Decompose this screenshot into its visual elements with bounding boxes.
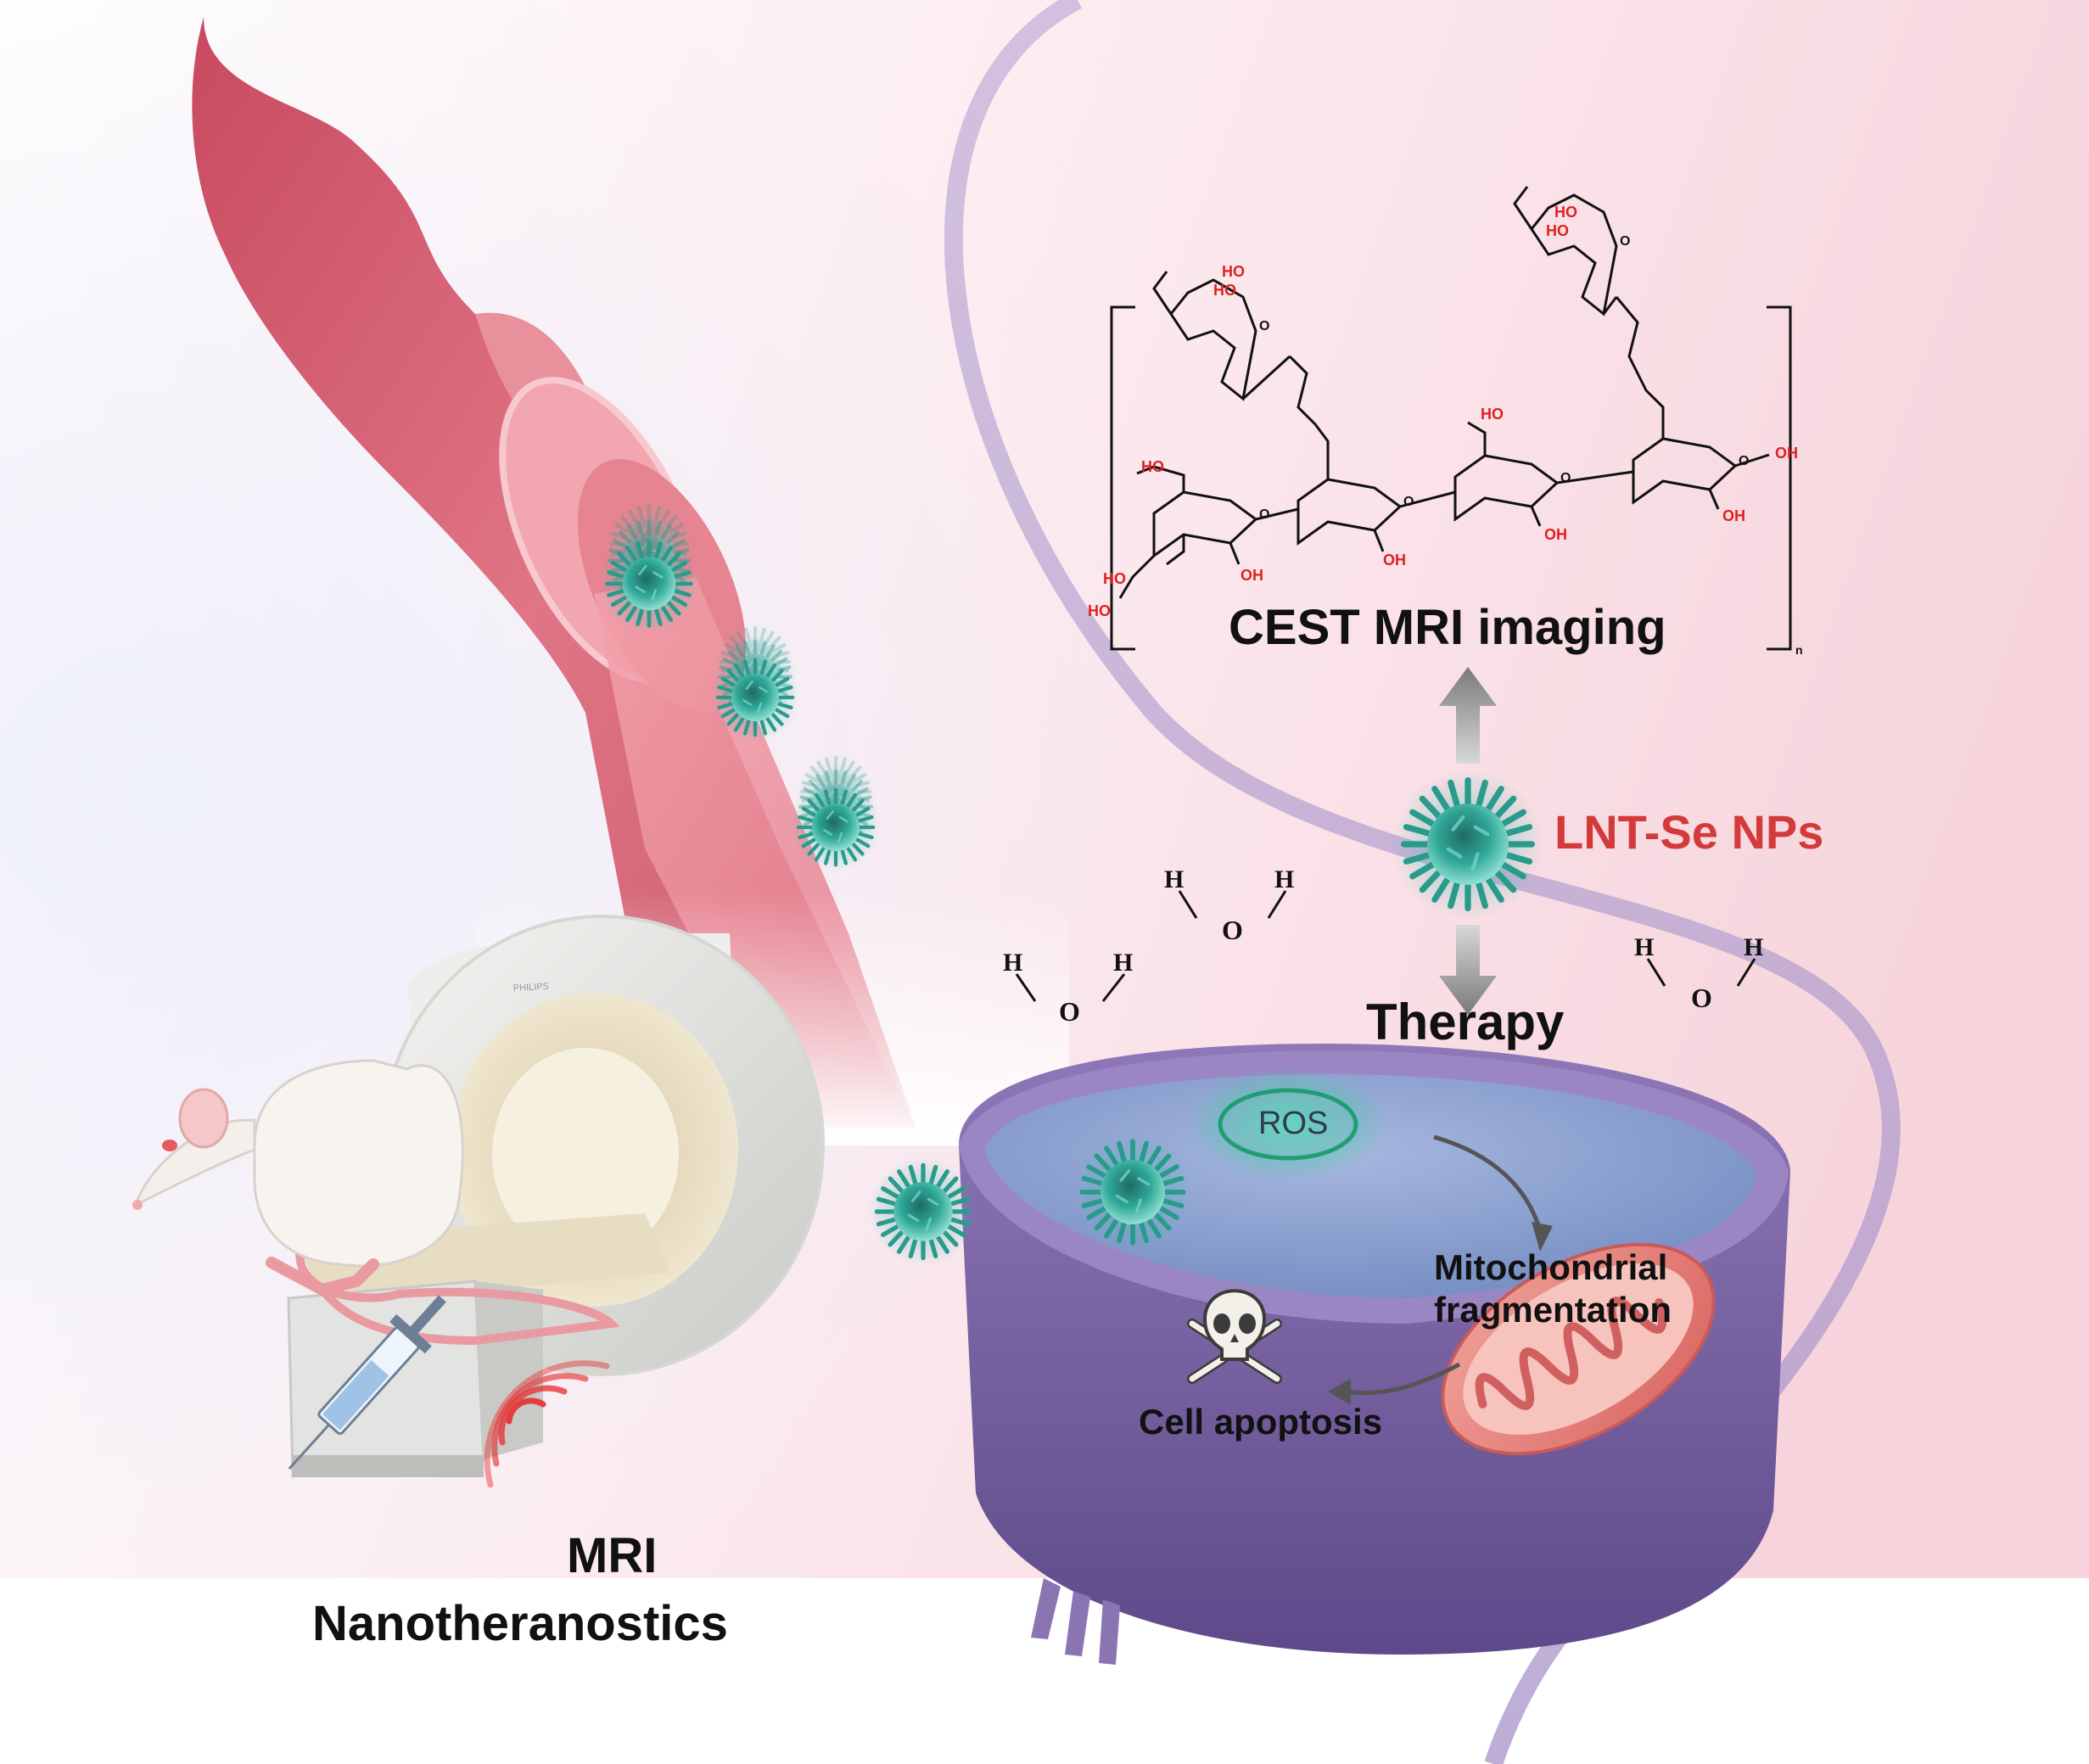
scanner-brand: PHILIPS [513, 982, 550, 994]
hydroxyl-label: HO [1103, 570, 1126, 587]
skull-crossbones-icon [1187, 1289, 1282, 1384]
water-h: H [1634, 933, 1655, 961]
ros-to-mito-arrow [1433, 1134, 1543, 1231]
hydroxyl-label: HO [1481, 406, 1504, 423]
nanoparticle-main [1392, 768, 1544, 921]
ros-glow [1186, 1067, 1390, 1182]
water-h: H [1744, 933, 1764, 961]
cest-mri-imaging-title: CEST MRI imaging [1229, 600, 1666, 655]
ros-ring [1218, 1088, 1358, 1161]
hydroxyl-label: HO [1554, 204, 1577, 221]
imaging-arrow [1439, 667, 1497, 764]
ring-oxygen-label: O [1560, 471, 1571, 485]
hydroxyl-label: OH [1775, 445, 1798, 462]
hydroxyl-label: HO [1088, 602, 1111, 619]
water-h: H [1164, 865, 1185, 893]
water-molecule-3 [1646, 958, 1756, 987]
ring-oxygen-label: O [1620, 234, 1631, 249]
water-h: H [1003, 949, 1023, 977]
water-molecule-2 [1178, 890, 1287, 919]
therapy-label: Therapy [1366, 994, 1565, 1050]
hydroxyl-label: OH [1241, 567, 1263, 584]
mitochondrial-fragmentation-label: Mitochondrial [1434, 1247, 1668, 1287]
hydroxyl-label: OH [1544, 526, 1567, 543]
hydroxyl-label: OH [1722, 507, 1745, 524]
ring-oxygen-label: O [1403, 495, 1414, 509]
water-h: H [1113, 949, 1134, 977]
hydroxyl-label: HO [1213, 282, 1236, 299]
therapy-arrow [1439, 925, 1497, 1015]
nanoparticle-in-vessel-2 [710, 621, 799, 742]
hydroxyl-label: HO [1141, 458, 1164, 475]
nanoparticle-in-vessel-1 [599, 499, 699, 634]
nanoparticle-in-vessel-3 [791, 751, 880, 871]
ring-oxygen-label: O [1739, 454, 1750, 468]
ring-oxygen-label: O [1259, 319, 1270, 333]
mito-to-apoptosis-arrow [1344, 1362, 1461, 1396]
water-h: H [1274, 865, 1295, 893]
water-molecule-1 [1015, 973, 1126, 1002]
nanoparticle-label: LNT-Se NPs [1554, 805, 1824, 859]
nanoparticle-in-cell [1073, 1132, 1194, 1253]
mitochondrial-fragmentation-label: fragmentation [1434, 1290, 1672, 1330]
mouse-icon [132, 1059, 620, 1346]
nanoparticle-at-membrane [868, 1156, 978, 1267]
nanotheranostics-label: Nanotheranostics [312, 1596, 728, 1651]
ros-label: ROS [1258, 1106, 1329, 1141]
ring-oxygen-label: O [1259, 507, 1270, 522]
mitochondrion-icon [1441, 1242, 1716, 1456]
radio-signal-icon [484, 1360, 610, 1488]
syringe-icon [288, 1295, 446, 1470]
hydroxyl-label: HO [1222, 263, 1245, 280]
hydroxyl-label: HO [1546, 222, 1569, 239]
water-o: O [1222, 915, 1243, 945]
water-o: O [1691, 983, 1712, 1013]
hydroxyl-label: OH [1383, 552, 1406, 568]
cell-apoptosis-label: Cell apoptosis [1139, 1402, 1383, 1442]
repeat-subscript: n [1795, 643, 1803, 657]
microvilli [1031, 1578, 1120, 1665]
mri-label: MRI [567, 1528, 658, 1583]
water-o: O [1059, 996, 1080, 1027]
polysaccharide-structure [1110, 186, 1792, 651]
